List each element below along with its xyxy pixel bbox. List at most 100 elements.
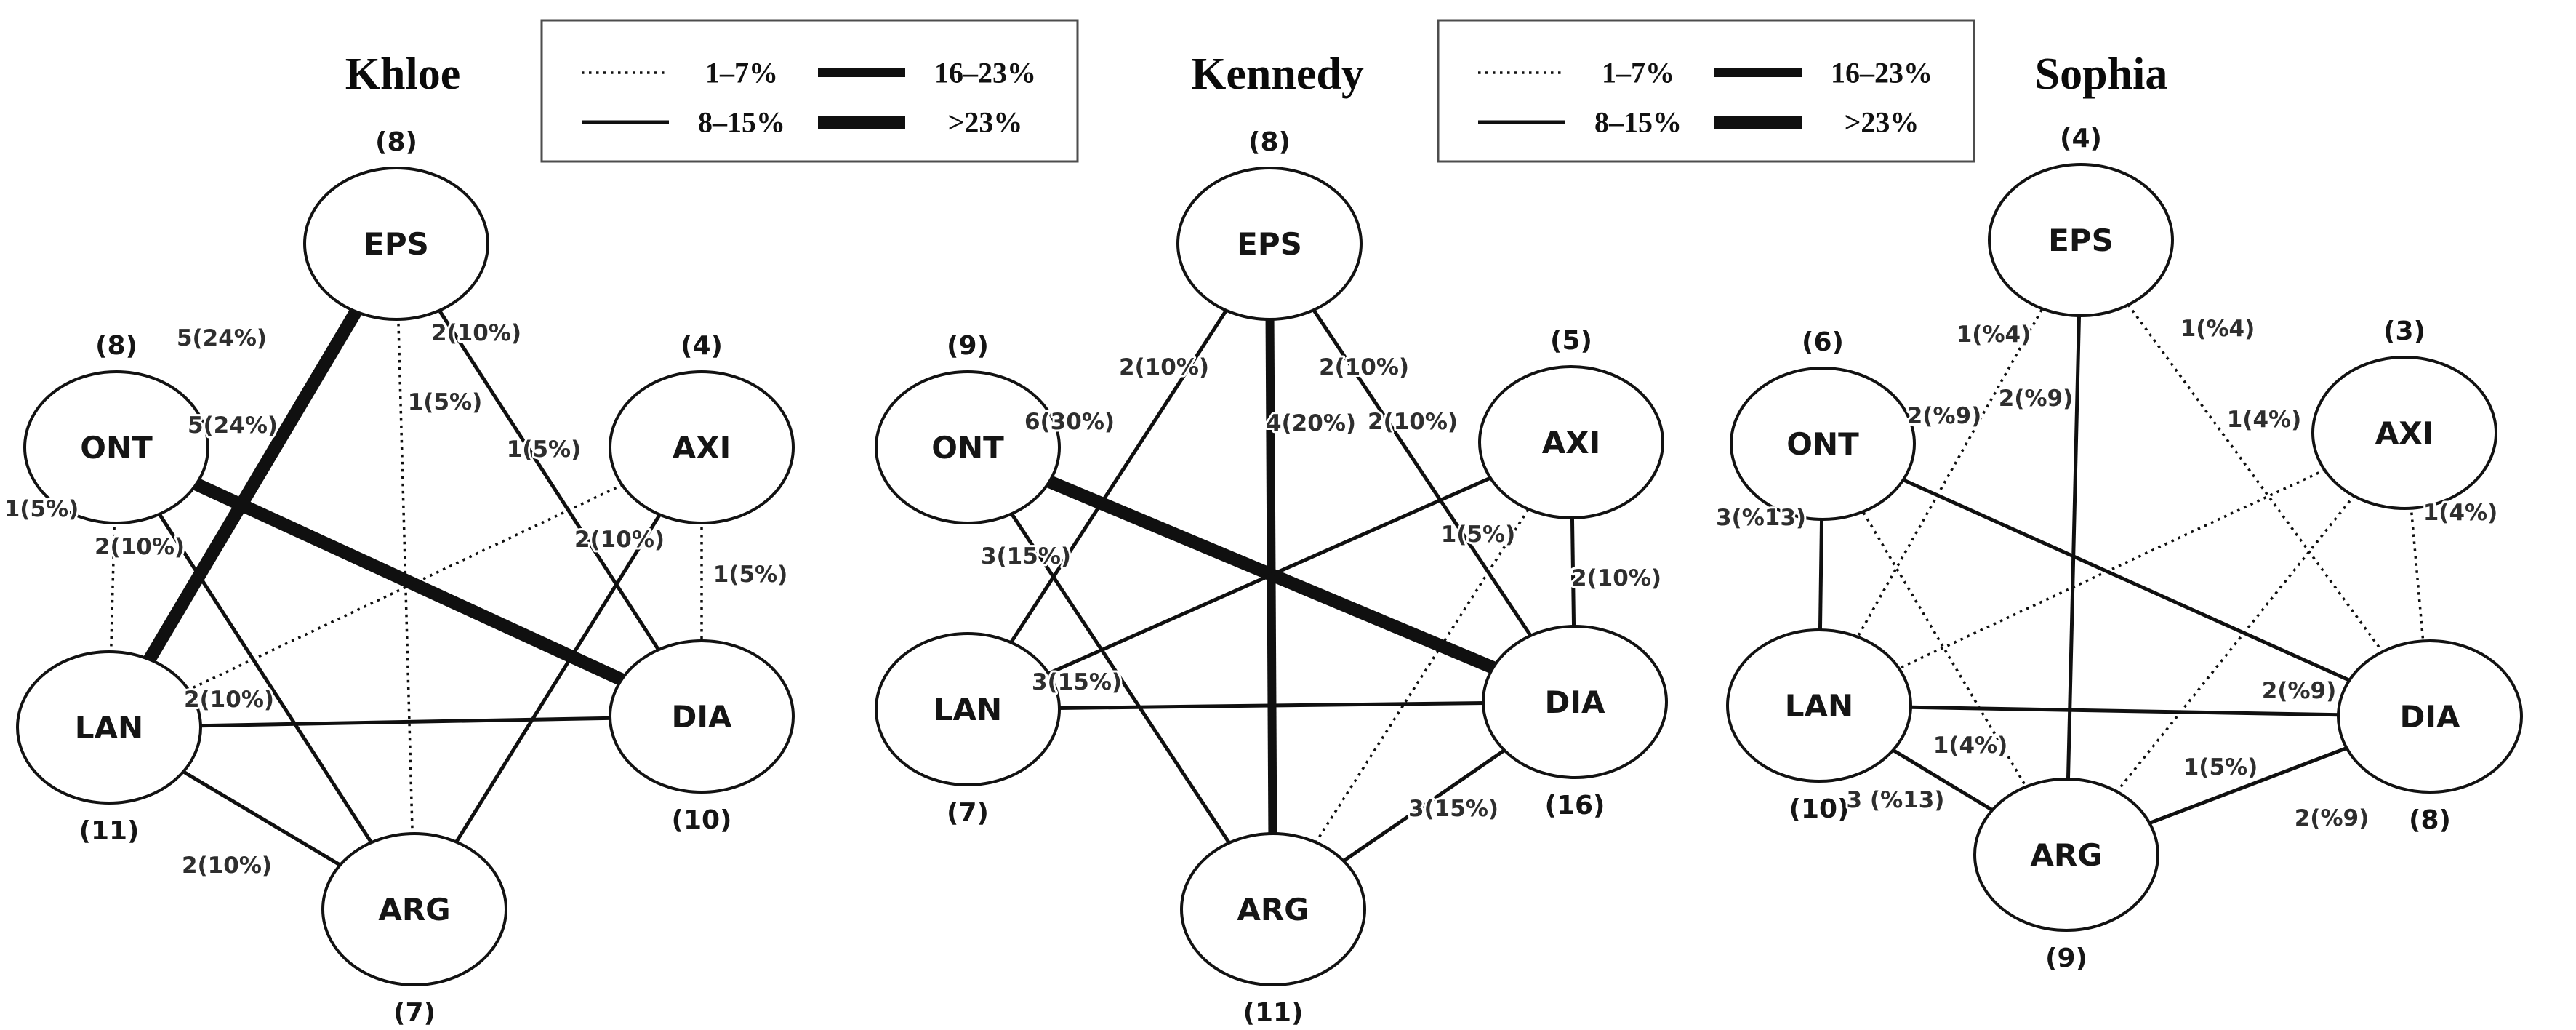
edge-axi-arg [412, 446, 704, 911]
node-ont [1730, 367, 1916, 521]
node-lan [1726, 628, 1912, 783]
edge-label-eps-dia: 2(10%) [1319, 354, 1409, 380]
legend-frame [1437, 19, 1975, 163]
node-count-dia: (16) [1544, 791, 1605, 821]
node-label-dia: DIA [1545, 684, 1605, 720]
node-dia [1482, 625, 1668, 779]
edge-axi-lan [966, 440, 1573, 711]
node-count-eps: (8) [375, 127, 417, 157]
edge-label-lan-dia: 3(15%) [1032, 669, 1122, 695]
node-count-eps: (8) [1248, 127, 1291, 157]
node-label-eps: EPS [364, 226, 429, 262]
edge-label-dia-arg: 2(%9) [2295, 805, 2370, 831]
node-count-ont: (9) [947, 331, 989, 361]
node-count-lan: (10) [1789, 794, 1849, 824]
edge-ont-arg [966, 446, 1275, 911]
edge-label-axi-lan: 1(5%) [507, 436, 582, 463]
node-axi [1478, 365, 1664, 519]
node-dia [2337, 639, 2523, 794]
edge-label-eps-arg: 1(5%) [408, 389, 483, 415]
panel-title: Kennedy [1191, 49, 1364, 99]
node-label-eps: EPS [1237, 226, 1302, 262]
node-label-arg: ARG [1237, 892, 1309, 927]
legend-box-1: 1–7%8–15%16–23%>23% [540, 19, 1079, 163]
edge-ont-dia [1821, 442, 2431, 719]
edge-label-lan-arg: 3 (%13) [1847, 787, 1945, 813]
panel-khloe: KhloeEPS(8)ONT(8)AXI(4)LAN(11)DIA(10)ARG… [2, 49, 795, 1028]
edge-label-ont-arg: 1(4%) [1933, 732, 2008, 759]
edge-label-lan-arg: 2(10%) [182, 853, 272, 879]
node-axi [609, 370, 795, 524]
edge-label-axi-arg: 1(5%) [2183, 754, 2258, 781]
node-count-dia: (8) [2409, 805, 2451, 835]
node-dia [609, 639, 795, 794]
node-label-ont: ONT [931, 430, 1004, 466]
legend-item-label: 16–23% [1831, 57, 1933, 89]
node-count-axi: (3) [2383, 316, 2425, 346]
edge-label-eps-dia: 2(10%) [431, 320, 521, 346]
edge-label-dia-arg: 3(15%) [1408, 796, 1498, 822]
legend-item-label: >23% [948, 106, 1023, 139]
edge-axi-arg [1272, 442, 1573, 910]
edge-eps-lan [1818, 239, 2082, 706]
node-label-arg: ARG [2030, 837, 2102, 873]
node-ont [875, 370, 1061, 524]
node-lan [875, 632, 1061, 786]
node-label-ont: ONT [1786, 426, 1859, 462]
legend-item-label: 8–15% [698, 106, 785, 139]
node-label-eps: EPS [2048, 223, 2114, 258]
edge-eps-lan [966, 242, 1272, 711]
edge-axi-lan [108, 446, 702, 729]
edge-eps-arg [395, 243, 416, 910]
node-count-axi: (5) [1550, 326, 1592, 356]
edge-label-ont-lan: 1(5%) [4, 496, 79, 522]
node-label-axi: AXI [2375, 415, 2434, 451]
edge-eps-dia [394, 242, 704, 718]
edge-label-ont-lan: 3(%13) [1716, 505, 1806, 531]
edge-eps-lan [103, 240, 402, 731]
node-arg [1180, 832, 1366, 986]
edge-label-axi-lan: 1(4%) [2227, 407, 2302, 433]
edge-eps-dia [1267, 242, 1577, 703]
edge-lan-dia [1818, 703, 2431, 719]
legend-item-label: 1–7% [1602, 57, 1674, 89]
edge-lan-dia [967, 700, 1576, 711]
edge-label-axi-dia: 2(10%) [1571, 565, 1661, 591]
edge-label-lan-dia: 2(10%) [184, 687, 274, 713]
node-count-arg: (11) [1243, 998, 1303, 1028]
node-label-lan: LAN [934, 692, 1002, 727]
edge-label-lan-dia: 2(%9) [2262, 678, 2337, 704]
edge-label-eps-dia: 1(%4) [2180, 316, 2255, 342]
node-eps [1988, 163, 2174, 317]
edge-label-ont-arg: 2(10%) [95, 534, 185, 560]
edge-axi-arg [2065, 431, 2406, 856]
edge-label-axi-dia: 1(4%) [2423, 500, 2498, 526]
node-count-eps: (4) [2060, 124, 2102, 153]
node-count-ont: (6) [1802, 327, 1844, 357]
node-count-lan: (11) [79, 816, 139, 846]
node-ont [23, 370, 209, 524]
node-label-dia: DIA [2400, 699, 2460, 735]
edge-ont-dia [113, 441, 705, 723]
node-count-lan: (7) [947, 798, 989, 828]
edge-label-axi-lan: 2(10%) [1368, 409, 1458, 435]
node-label-axi: AXI [673, 430, 731, 466]
edge-lan-dia [108, 714, 702, 730]
legend-frame [540, 19, 1079, 163]
panel-title: Sophia [2035, 49, 2168, 99]
edge-label-ont-dia: 5(24%) [188, 412, 278, 439]
edge-axi-lan [1818, 431, 2405, 707]
node-label-lan: LAN [1785, 688, 1853, 724]
edge-label-eps-arg: 4(20%) [1266, 410, 1356, 436]
edge-label-ont-dia: 2(%9) [1907, 403, 1982, 429]
node-count-ont: (8) [95, 331, 137, 361]
edge-label-ont-arg: 3(15%) [981, 543, 1071, 570]
edge-label-eps-lan: 2(10%) [1119, 354, 1209, 380]
node-label-axi: AXI [1542, 425, 1601, 460]
node-count-arg: (9) [2045, 943, 2087, 973]
edge-ont-arg [114, 446, 417, 911]
edge-label-eps-lan: 5(24%) [177, 325, 267, 351]
